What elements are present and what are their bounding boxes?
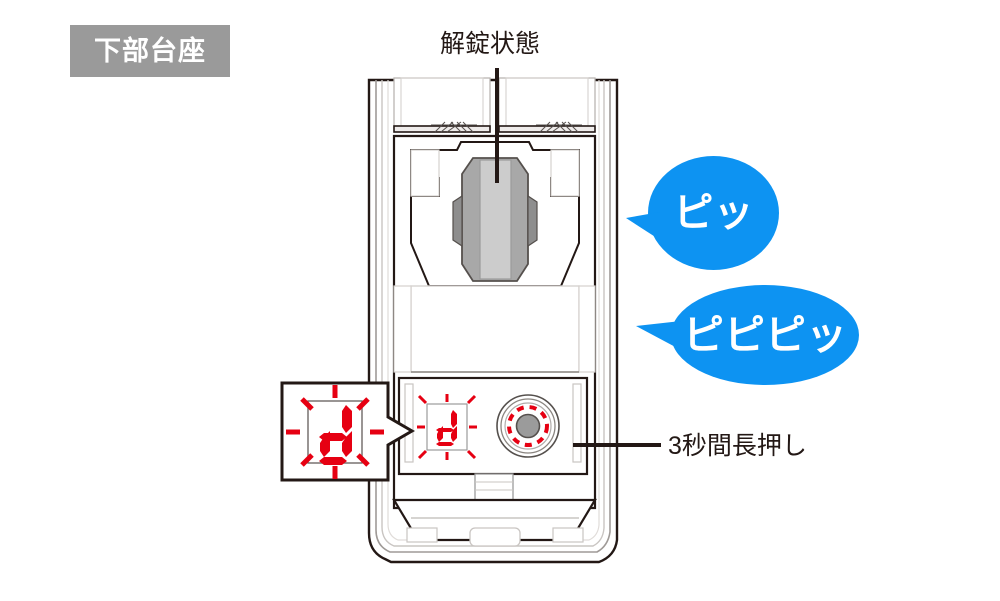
speech-bubble-text: ピピピッ bbox=[683, 311, 847, 358]
speech-bubble-tail bbox=[626, 212, 660, 240]
speech-bubble-tail bbox=[636, 321, 681, 350]
device-mid-panel bbox=[393, 285, 596, 373]
display-character-d bbox=[436, 410, 457, 446]
device-lower-tray bbox=[392, 473, 597, 547]
seven-segment-display bbox=[417, 394, 477, 460]
device-upper-shutter bbox=[393, 77, 596, 133]
leader-line-hold3s bbox=[573, 443, 661, 447]
device-illustration bbox=[367, 77, 619, 564]
thumbturn-lock bbox=[452, 157, 538, 282]
magnifier-inner-frame bbox=[307, 400, 363, 464]
speech-bubble-text: ピッ bbox=[673, 191, 754, 235]
speech-bubble-beep-once: ピッ bbox=[626, 156, 779, 270]
display-magnifier bbox=[280, 381, 415, 482]
callout-label-unlocked: 解錠状態 bbox=[440, 30, 541, 58]
section-badge: 下部台座 bbox=[70, 25, 230, 77]
registration-button[interactable] bbox=[496, 394, 560, 458]
speech-bubble-beep-four: ピピピッ bbox=[636, 285, 859, 385]
button-highlight-ring bbox=[507, 405, 549, 447]
callout-label-hold3s: 3秒間長押し bbox=[668, 432, 807, 460]
section-badge-label: 下部台座 bbox=[94, 35, 206, 66]
leader-line-unlocked bbox=[495, 68, 499, 183]
blink-rays bbox=[286, 385, 384, 479]
magnified-character-d bbox=[319, 405, 352, 465]
